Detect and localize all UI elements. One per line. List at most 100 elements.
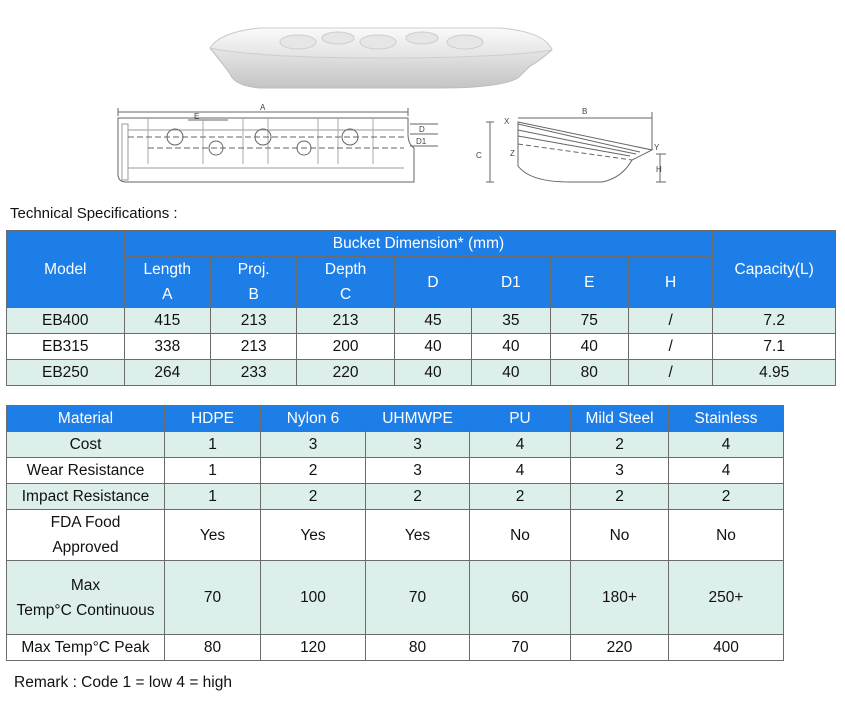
material-header-6: Stainless <box>668 405 784 432</box>
value-cell: 2 <box>260 457 366 484</box>
side-label-c: C <box>476 151 482 160</box>
dimension-header-line1: Proj. <box>237 261 270 278</box>
value-cell: 80 <box>164 634 261 661</box>
value-cell: No <box>570 509 669 561</box>
value-cell: 3 <box>260 431 366 458</box>
side-label-b: B <box>582 107 587 116</box>
value-cell: 2 <box>570 431 669 458</box>
value-cell: 2 <box>668 483 784 510</box>
side-label-z: Z <box>510 149 515 158</box>
front-label-a: A <box>260 104 266 112</box>
value-cell: 70 <box>469 634 571 661</box>
value-cell: 213 <box>209 333 298 360</box>
model-cell: EB250 <box>6 359 125 386</box>
value-cell: 2 <box>260 483 366 510</box>
value-cell: 400 <box>668 634 784 661</box>
row-label: Impact Resistance <box>6 483 165 510</box>
value-cell: 40 <box>471 333 551 360</box>
front-label-d1: D1 <box>416 137 427 146</box>
value-cell: 213 <box>209 307 298 334</box>
value-cell: 2 <box>570 483 669 510</box>
front-drawing: A E D D1 <box>117 104 438 183</box>
value-cell: Yes <box>260 509 366 561</box>
row-label-line: FDA Food <box>50 514 121 531</box>
side-label-x: X <box>504 117 510 126</box>
row-label-line: Approved <box>52 539 119 556</box>
material-header-4: PU <box>469 405 571 432</box>
value-cell: 180+ <box>570 560 669 635</box>
model-cell: EB400 <box>6 307 125 334</box>
value-cell: 7.1 <box>712 333 836 360</box>
value-cell: / <box>627 307 714 334</box>
value-cell: 4 <box>469 457 571 484</box>
row-label-line: Temp°C Continuous <box>16 601 155 619</box>
value-cell: 233 <box>209 359 298 386</box>
material-header-3: UHMWPE <box>365 405 470 432</box>
front-label-e: E <box>194 112 199 121</box>
value-cell: 4 <box>469 431 571 458</box>
value-cell: 1 <box>164 431 261 458</box>
value-cell: 220 <box>296 359 395 386</box>
capacity-header: Capacity(L) <box>712 230 836 308</box>
row-label-line: Max Temp°C Peak <box>21 639 150 656</box>
value-cell: / <box>627 359 714 386</box>
row-label-line: Wear Resistance <box>26 462 145 479</box>
dimension-header-3: D <box>393 256 473 308</box>
dimension-header-line1: H <box>665 273 677 291</box>
value-cell: 80 <box>365 634 470 661</box>
row-label-line: Cost <box>69 436 102 453</box>
value-cell: 4.95 <box>712 359 836 386</box>
value-cell: 45 <box>393 307 473 334</box>
model-header: Model <box>6 230 125 308</box>
value-cell: 4 <box>668 457 784 484</box>
model-cell: EB315 <box>6 333 125 360</box>
spec-table: Model Bucket Dimension* (mm) Capacity(L)… <box>6 230 836 386</box>
bucket-photo <box>209 27 553 89</box>
dimension-header-6: H <box>627 256 714 308</box>
value-cell: No <box>668 509 784 561</box>
value-cell: / <box>627 333 714 360</box>
value-cell: Yes <box>164 509 261 561</box>
value-cell: 40 <box>471 359 551 386</box>
dimension-header-line2: B <box>248 286 259 303</box>
value-cell: 264 <box>123 359 211 386</box>
value-cell: 40 <box>549 333 629 360</box>
value-cell: 3 <box>570 457 669 484</box>
value-cell: 1 <box>164 457 261 484</box>
value-cell: 100 <box>260 560 366 635</box>
dimension-header-4: D1 <box>471 256 551 308</box>
value-cell: 75 <box>549 307 629 334</box>
row-label: Wear Resistance <box>6 457 165 484</box>
value-cell: 40 <box>393 333 473 360</box>
dimension-header-line2: A <box>162 286 173 303</box>
bucket-dimension-header: Bucket Dimension* (mm) <box>123 230 714 257</box>
material-header-0: Material <box>6 405 165 432</box>
dimension-header-line1: D1 <box>500 273 521 291</box>
value-cell: 60 <box>469 560 571 635</box>
value-cell: 1 <box>164 483 261 510</box>
value-cell: 213 <box>296 307 395 334</box>
value-cell: 338 <box>123 333 211 360</box>
remark-note: Remark : Code 1 = low 4 = high <box>14 674 232 691</box>
side-drawing: B X C Z Y H <box>476 107 666 183</box>
spec-title: Technical Specifications : <box>10 205 178 222</box>
dimension-header-line2: C <box>340 286 352 303</box>
dimension-header-1: Proj. B <box>209 256 298 308</box>
material-header-5: Mild Steel <box>570 405 669 432</box>
side-label-y: Y <box>654 143 660 152</box>
value-cell: 35 <box>471 307 551 334</box>
value-cell: 120 <box>260 634 366 661</box>
value-cell: 4 <box>668 431 784 458</box>
